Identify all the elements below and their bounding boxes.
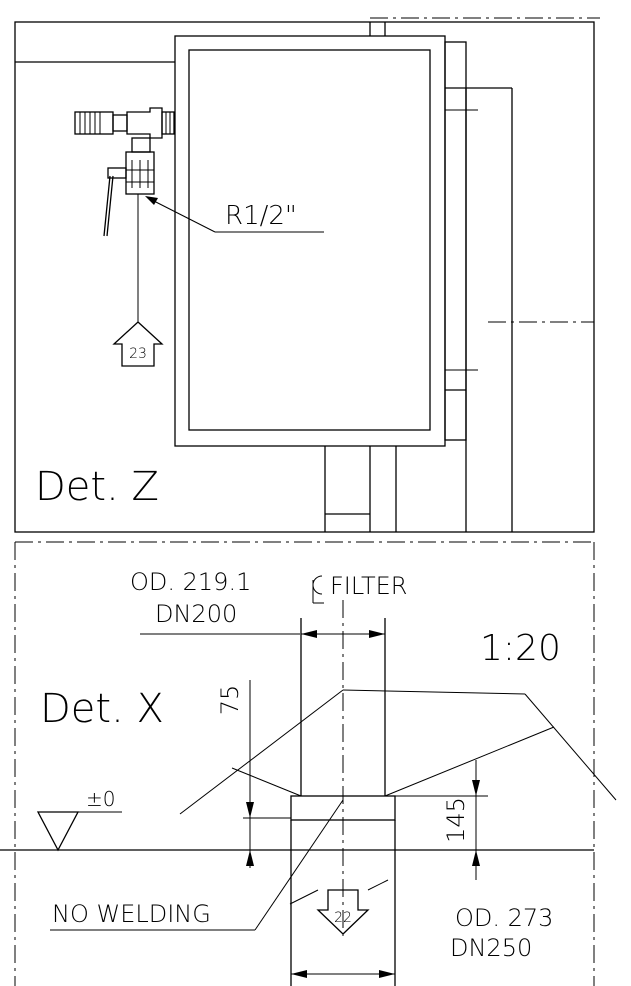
note-leader: [254, 799, 344, 931]
detail-x-label: Det. X: [40, 686, 164, 732]
valve-neck: [131, 137, 151, 153]
slope-left-short: [231, 767, 302, 797]
pipe-dn-bottom: DN250: [450, 934, 532, 962]
slope-right-short: [384, 726, 555, 797]
side-plate: [444, 41, 467, 441]
valve-stem: [107, 167, 127, 179]
detail-z-panel: R1/2" 23 Det. Z: [14, 17, 600, 533]
pipe-od-bottom: OD. 273: [455, 904, 553, 932]
dim-145-label: 145: [442, 797, 470, 843]
nipple: [112, 114, 128, 132]
detail-x-panel: OD. 219.1 DN200 FILTER 1:20 Det. X: [0, 541, 617, 986]
valve-handle: [103, 175, 111, 237]
slope-left: [179, 689, 344, 815]
tank-outer: [174, 35, 446, 447]
ref-22-leader: [289, 889, 319, 905]
ref-arrow-22: [316, 889, 370, 935]
pipe-od-top: OD. 219.1: [130, 568, 251, 596]
valve-assembly: [74, 107, 175, 237]
slope-top: [342, 689, 526, 695]
ref-arrow-23-number: 23: [129, 346, 147, 362]
thread-callout: R1/2": [225, 201, 297, 231]
thread-leader-arrowhead: [145, 196, 158, 205]
hose-coupling: [74, 111, 114, 135]
tee-outlet: [161, 111, 175, 135]
thread-leader: [147, 197, 216, 233]
no-welding-note: NO WELDING: [52, 900, 211, 928]
centerline-symbol: [312, 575, 324, 604]
detail-z-frame: [14, 21, 595, 533]
dim-75-label: 75: [216, 685, 244, 716]
ref-arrow-23: [112, 321, 164, 367]
pipe-dn-top: DN200: [155, 600, 237, 628]
ref-arrow-22-number: 22: [334, 910, 352, 926]
flange-block: [290, 795, 396, 821]
slope-right: [524, 693, 617, 801]
level-mark-triangle: [36, 811, 80, 852]
level-mark-label: ±0: [86, 787, 115, 811]
scale-label: 1:20: [480, 628, 561, 669]
ref-22-leader-right: [367, 879, 389, 891]
filter-label: FILTER: [330, 572, 407, 600]
tee-fitting: [126, 107, 163, 139]
detail-z-label: Det. Z: [35, 464, 159, 510]
tank-inner: [188, 49, 431, 431]
